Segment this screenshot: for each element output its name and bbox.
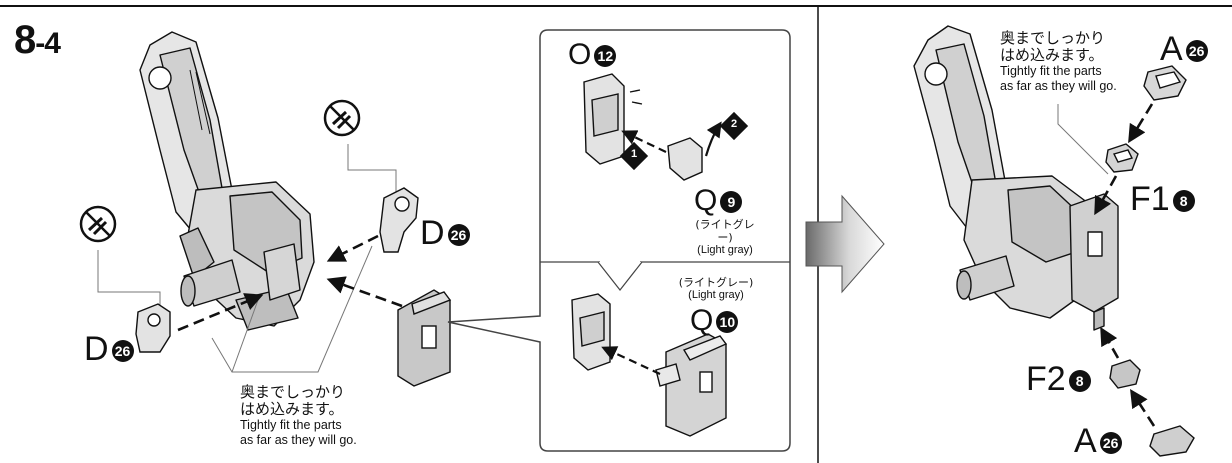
step-1-diamond [619, 141, 649, 171]
q9-color-jp: (ライトグレー) [695, 218, 755, 244]
step-1-label: 1 [630, 148, 638, 160]
q10-color-jp: (ライトグレー) [678, 276, 754, 289]
left-note-jp-line1: 奥までしっかり [240, 383, 346, 401]
left-note-en-line1: Tightly fit the parts [240, 418, 342, 432]
part-o12-shape [583, 73, 643, 165]
right-note-en-line2: as far as they will go. [1000, 79, 1117, 93]
part-q10-shape [655, 333, 728, 437]
left-fit-note: 奥までしっかり はめ込みます。 Tightly fit the parts as… [240, 384, 357, 448]
step-number: 8-4 [14, 18, 61, 62]
knee-armor-part [397, 289, 452, 387]
left-note-en-line2: as far as they will go. [240, 433, 357, 447]
step-2-label: 2 [730, 118, 738, 130]
right-leg-assembly [913, 25, 1119, 331]
part-a-bottom-shape [1149, 425, 1195, 457]
part-f2-shape [1109, 359, 1141, 389]
callout-top-arrow [621, 130, 667, 153]
part-o12-lower-shape [571, 293, 611, 371]
q10-color-en: (Light gray) [688, 289, 744, 301]
right-note-en-line1: Tightly fit the parts [1000, 64, 1102, 78]
right-assembly-arrows [1094, 103, 1156, 427]
q9-color-en: (Light gray) [697, 244, 753, 256]
step-2-diamond [719, 111, 749, 141]
part-q9-shape [667, 137, 703, 181]
part-d-lower-shape [135, 303, 171, 353]
q10-color-note: (ライトグレー) (Light gray) [676, 276, 756, 302]
part-a-top-shape [1143, 65, 1187, 101]
rotate-arrow [704, 121, 722, 157]
right-note-leader [1057, 104, 1109, 175]
left-leg-assembly [139, 31, 315, 331]
part-d-upper-shape [379, 187, 419, 253]
right-note-jp-line2: はめ込みます。 [1000, 46, 1104, 64]
right-note-jp-line1: 奥までしっかり [1000, 29, 1106, 47]
next-stage-arrow [805, 194, 885, 294]
no-nipper-icon-upper [323, 99, 361, 137]
callout-bottom-arrow [601, 346, 661, 375]
left-note-jp-line2: はめ込みます。 [240, 400, 344, 418]
q9-color-note: (ライトグレー) (Light gray) [690, 218, 760, 257]
part-f1-shape [1105, 143, 1139, 173]
no-nipper-icon-lower [79, 205, 117, 243]
left-assembly-arrows [177, 234, 403, 332]
right-fit-note: 奥までしっかり はめ込みます。 Tightly fit the parts as… [1000, 30, 1117, 94]
